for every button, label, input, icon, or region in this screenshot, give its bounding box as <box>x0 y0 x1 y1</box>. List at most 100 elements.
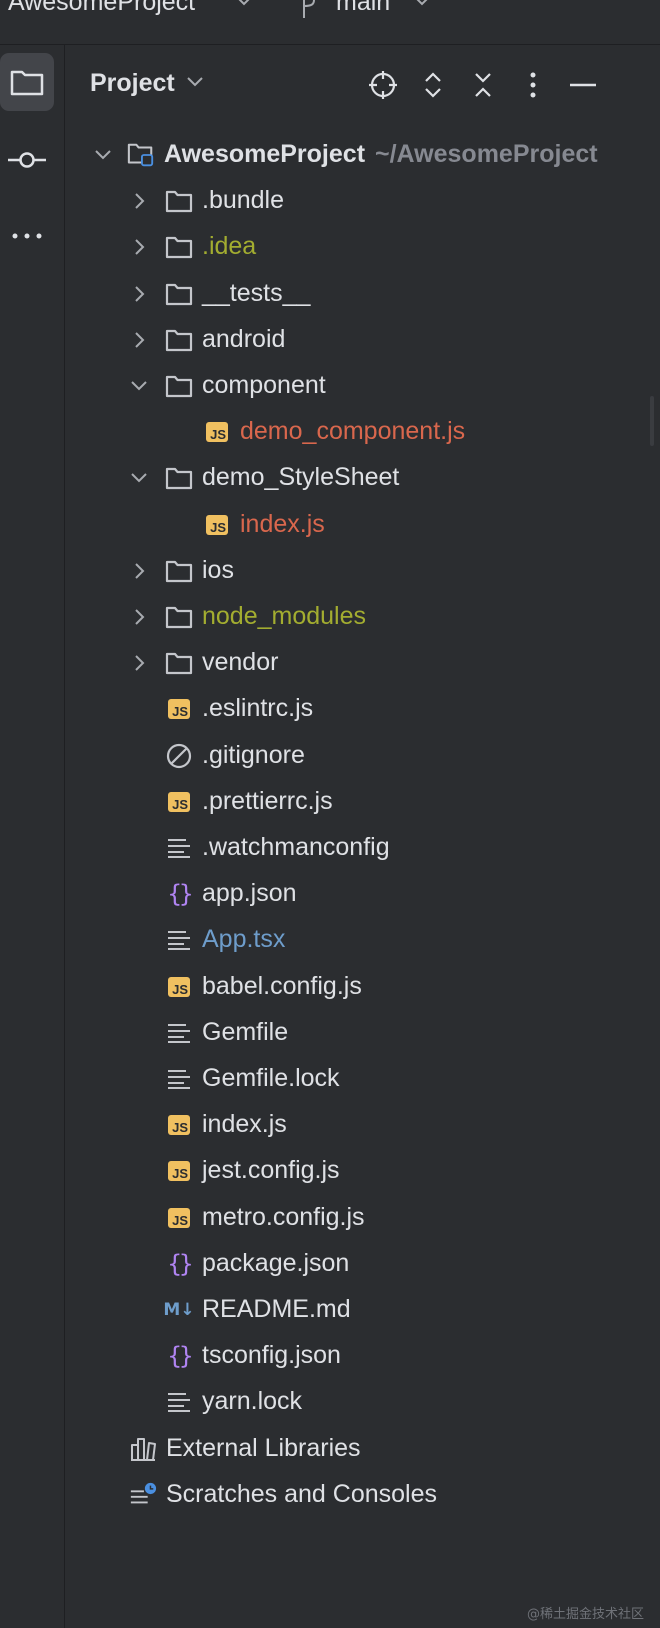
watermark: @稀土掘金技术社区 <box>526 1607 644 1622</box>
tree-file-row[interactable]: M↓ README.md <box>65 1288 660 1334</box>
libraries-icon <box>129 1435 157 1463</box>
tree-file-row[interactable]: {} package.json <box>65 1242 660 1288</box>
collapse-all-button[interactable] <box>467 69 499 101</box>
text-file-icon <box>168 931 190 951</box>
tree-folder-row[interactable]: .bundle <box>65 179 660 225</box>
options-button[interactable] <box>517 69 549 101</box>
tree-folder-row[interactable]: __tests__ <box>65 272 660 318</box>
more-vertical-icon <box>530 72 536 98</box>
chevron-down-icon[interactable] <box>129 468 149 488</box>
folder-icon <box>165 280 193 308</box>
expand-all-button[interactable] <box>417 69 449 101</box>
js-file-icon: JS <box>203 418 231 446</box>
project-tool-button[interactable] <box>0 53 54 111</box>
tree-item-label: demo_component.js <box>240 417 466 446</box>
chevron-right-icon[interactable] <box>129 607 149 627</box>
tree-file-row[interactable]: External Libraries <box>65 1427 660 1473</box>
tree-item-label: App.tsx <box>202 925 286 954</box>
tree-folder-row[interactable]: AwesomeProject~/AwesomeProject <box>65 133 660 179</box>
tree-item-label: Scratches and Consoles <box>166 1479 437 1508</box>
js-file-icon: JS <box>203 511 231 539</box>
chevron-down-icon[interactable] <box>129 376 149 396</box>
tree-folder-row[interactable]: android <box>65 318 660 364</box>
chevron-right-icon[interactable] <box>129 653 149 673</box>
js-file-icon: JS <box>168 1161 190 1182</box>
json-file-icon: {} <box>165 1250 194 1278</box>
markdown-file-icon: M↓ <box>163 1300 195 1320</box>
tree-item-label: babel.config.js <box>202 971 362 1000</box>
tree-item-label: package.json <box>202 1248 350 1277</box>
js-file-icon: JS <box>165 1111 193 1139</box>
tree-file-row[interactable]: Scratches and Consoles <box>65 1473 660 1519</box>
chevron-down-icon[interactable] <box>93 145 113 165</box>
chevron-right-icon[interactable] <box>129 330 149 350</box>
crosshair-icon <box>369 71 397 99</box>
js-file-icon: JS <box>168 976 190 997</box>
chevron-right-icon[interactable] <box>129 191 149 211</box>
tree-file-row[interactable]: {}app.json <box>65 872 660 918</box>
folder-icon <box>165 375 193 398</box>
tree-folder-row[interactable]: .idea <box>65 225 660 271</box>
more-tools-button[interactable] <box>0 207 54 265</box>
tree-file-row[interactable]: {}tsconfig.json <box>65 1334 660 1380</box>
tree-file-row[interactable]: .gitignore <box>65 734 660 780</box>
tree-folder-row[interactable]: vendor <box>65 641 660 687</box>
project-switcher[interactable]: AwesomeProject <box>8 0 196 16</box>
tree-file-row[interactable]: .watchmanconfig <box>65 826 660 872</box>
json-file-icon: {} <box>167 1342 194 1371</box>
chevron-down-icon[interactable] <box>185 75 205 89</box>
text-file-icon <box>168 1023 190 1043</box>
folder-icon <box>165 649 193 677</box>
tree-item-label: ios <box>202 555 234 584</box>
js-file-icon: JS <box>165 788 193 816</box>
tree-item-label: app.json <box>202 879 297 908</box>
tree-folder-row[interactable]: demo_StyleSheet <box>65 456 660 502</box>
text-file-icon <box>168 839 190 858</box>
tree-folder-row[interactable]: ios <box>65 549 660 595</box>
tree-item-label: .prettierrc.js <box>202 786 333 815</box>
project-path-hint: ~/AwesomeProject <box>375 140 598 168</box>
more-horizontal-icon <box>12 233 42 239</box>
tree-folder-row[interactable]: component <box>65 364 660 410</box>
js-file-icon: JS <box>165 1204 193 1232</box>
scrollbar[interactable] <box>650 396 654 446</box>
expand-all-icon <box>425 72 441 98</box>
folder-icon <box>165 557 193 585</box>
tree-file-row[interactable]: App.tsx <box>65 918 660 964</box>
tree-folder-row[interactable]: node_modules <box>65 595 660 641</box>
chevron-down-icon[interactable] <box>234 0 254 8</box>
tree-item-label: External Libraries <box>166 1433 361 1462</box>
scratches-icon <box>129 1481 157 1509</box>
tree-file-row[interactable]: JS demo_component.js <box>65 410 660 456</box>
project-folder-icon <box>127 141 155 169</box>
tree-file-row[interactable]: yarn.lock <box>65 1380 660 1426</box>
folder-icon <box>165 283 193 305</box>
gitignore-icon <box>165 742 193 770</box>
branch-switcher[interactable]: main <box>336 0 391 16</box>
tree-item-label: __tests__ <box>202 278 311 307</box>
chevron-down-icon[interactable] <box>412 0 432 8</box>
chevron-right-icon[interactable] <box>129 561 149 581</box>
js-file-icon: JS <box>206 422 228 443</box>
tree-file-row[interactable]: Gemfile <box>65 1011 660 1057</box>
tree-file-row[interactable]: JS babel.config.js <box>65 965 660 1011</box>
chevron-right-icon[interactable] <box>129 284 149 304</box>
panel-title[interactable]: Project <box>90 69 175 97</box>
hide-panel-button[interactable] <box>567 69 599 101</box>
tree-file-row[interactable]: JS .prettierrc.js <box>65 780 660 826</box>
tree-file-row[interactable]: JS.eslintrc.js <box>65 687 660 733</box>
locate-file-button[interactable] <box>367 69 399 101</box>
markdown-file-icon: M↓ <box>163 1296 195 1324</box>
chevron-right-icon[interactable] <box>129 237 149 257</box>
tree-item-label: Gemfile <box>202 1017 289 1046</box>
tree-item-label: README.md <box>202 1295 351 1323</box>
js-file-icon: JS <box>206 514 228 535</box>
tree-file-row[interactable]: Gemfile.lock <box>65 1057 660 1103</box>
js-file-icon: JS <box>168 791 190 812</box>
branch-icon[interactable] <box>298 0 320 20</box>
commit-tool-button[interactable] <box>0 131 54 189</box>
